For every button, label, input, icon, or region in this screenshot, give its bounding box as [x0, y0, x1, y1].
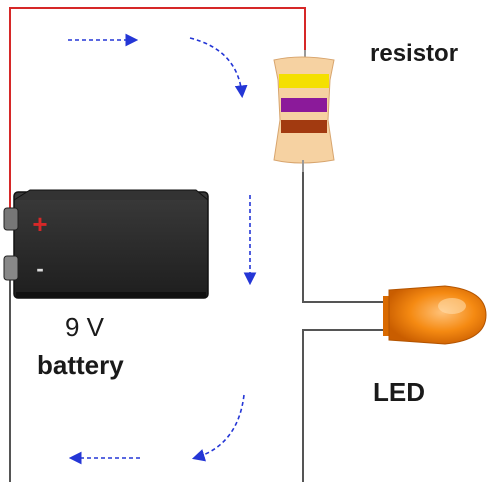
resistor-band-brown — [281, 120, 327, 133]
current-arrows — [68, 33, 257, 465]
led-label: LED — [373, 377, 425, 407]
current-arrow-icon — [191, 394, 245, 462]
resistor-to-led-wire — [302, 162, 385, 303]
resistor-band-yellow — [279, 74, 329, 88]
battery-label: battery — [37, 350, 124, 380]
resistor-band-purple — [281, 98, 327, 112]
positive-wire — [9, 7, 306, 215]
resistor-icon — [273, 50, 335, 172]
battery-negative-symbol: - — [36, 256, 43, 281]
negative-wire-right — [302, 329, 385, 482]
battery-9v-icon — [3, 189, 209, 299]
current-arrow-icon — [189, 37, 248, 99]
resistor-label: resistor — [370, 40, 459, 67]
battery-voltage-label: 9 V — [65, 312, 105, 342]
led-icon — [383, 285, 487, 345]
battery-positive-symbol: + — [32, 209, 47, 239]
